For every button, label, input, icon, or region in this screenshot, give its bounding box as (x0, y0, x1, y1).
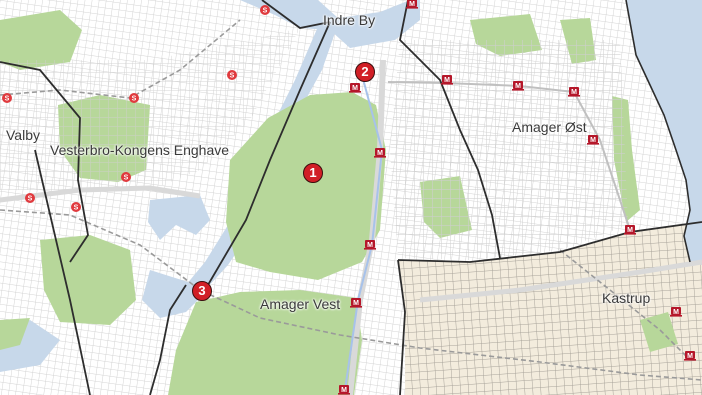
district-label-amager-vest: Amager Vest (260, 296, 341, 312)
metro-station-icon: M (441, 75, 453, 85)
boundary-kastrup-west (397, 259, 406, 395)
metro-station-icon: M (684, 351, 696, 361)
kastrup-streets (398, 222, 702, 395)
svg-text:S: S (124, 175, 129, 182)
svg-text:M: M (341, 387, 347, 394)
harbour-basin (148, 195, 210, 240)
s-train-station-icon: S (2, 93, 12, 103)
svg-text:M: M (571, 89, 577, 96)
district-label-indre-by: Indre By (323, 12, 376, 28)
boundary-valby (0, 61, 89, 263)
svg-text:M: M (353, 300, 359, 307)
harbour-south (142, 270, 198, 318)
svg-text:M: M (377, 150, 383, 157)
vesterbro-streets (0, 28, 300, 190)
svg-text:M: M (515, 83, 521, 90)
svg-text:M: M (444, 77, 450, 84)
sea-east (626, 0, 702, 265)
s-train-station-icon: S (260, 5, 270, 15)
metro-station-icon: M (349, 83, 361, 93)
boundary-harbour (204, 21, 331, 291)
railway-airport (559, 249, 691, 361)
park-amager-faelled (168, 290, 362, 395)
park-northwest (0, 10, 82, 70)
metro-station-icon: M (350, 298, 362, 308)
metro-station-icon: M (587, 135, 599, 145)
svg-text:S: S (28, 196, 33, 203)
boundary-valby-south (34, 149, 91, 395)
park-faelledparken (226, 92, 386, 280)
svg-text:M: M (627, 227, 633, 234)
s-train-station-icon: S (121, 172, 131, 182)
district-label-amager-ost: Amager Øst (512, 119, 587, 135)
park-edge-west (0, 318, 30, 350)
svg-text:S: S (132, 96, 137, 103)
boundary-amager-ost-west (399, 0, 501, 259)
boundary-kastrup-north (397, 221, 702, 263)
svg-text:M: M (367, 242, 373, 249)
location-marker-2[interactable]: 2 (355, 62, 375, 82)
svg-text:S: S (5, 96, 10, 103)
metro-station-icon: M (624, 225, 636, 235)
road-west (0, 185, 201, 203)
coastline-east (625, 0, 691, 263)
svg-text:M: M (687, 353, 693, 360)
district-label-vesterbro-kongens-enghave: Vesterbro-Kongens Enghave (50, 142, 230, 158)
road-kastrup (419, 259, 702, 303)
metro-station-icon: M (670, 307, 682, 317)
location-marker-3[interactable]: 3 (192, 281, 212, 301)
boundary-indre-by-west (261, 0, 331, 29)
s-train-station-icon: S (129, 93, 139, 103)
metro-station-icon: M (568, 87, 580, 97)
district-label-valby: Valby (6, 127, 40, 143)
railway-main (0, 209, 702, 381)
metro-station-icon: M (406, 0, 418, 9)
svg-text:M: M (352, 85, 358, 92)
svg-text:S: S (74, 205, 79, 212)
metro-line-m2 (387, 81, 631, 231)
svg-text:S: S (263, 8, 268, 15)
svg-text:M: M (409, 1, 415, 8)
park-southwest (40, 235, 136, 325)
s-train-station-icon: S (71, 202, 81, 212)
svg-text:M: M (673, 309, 679, 316)
svg-text:S: S (230, 73, 235, 80)
boundary-southwest (149, 284, 187, 395)
svg-text:M: M (590, 137, 596, 144)
s-train-station-icon: S (25, 193, 35, 203)
metro-station-icon: M (338, 385, 350, 395)
metro-station-icon: M (364, 240, 376, 250)
district-label-kastrup: Kastrup (602, 290, 651, 306)
metro-station-icon: M (374, 148, 386, 158)
metro-station-icon: M (512, 81, 524, 91)
location-marker-1[interactable]: 1 (303, 163, 323, 183)
s-train-station-icon: S (227, 70, 237, 80)
